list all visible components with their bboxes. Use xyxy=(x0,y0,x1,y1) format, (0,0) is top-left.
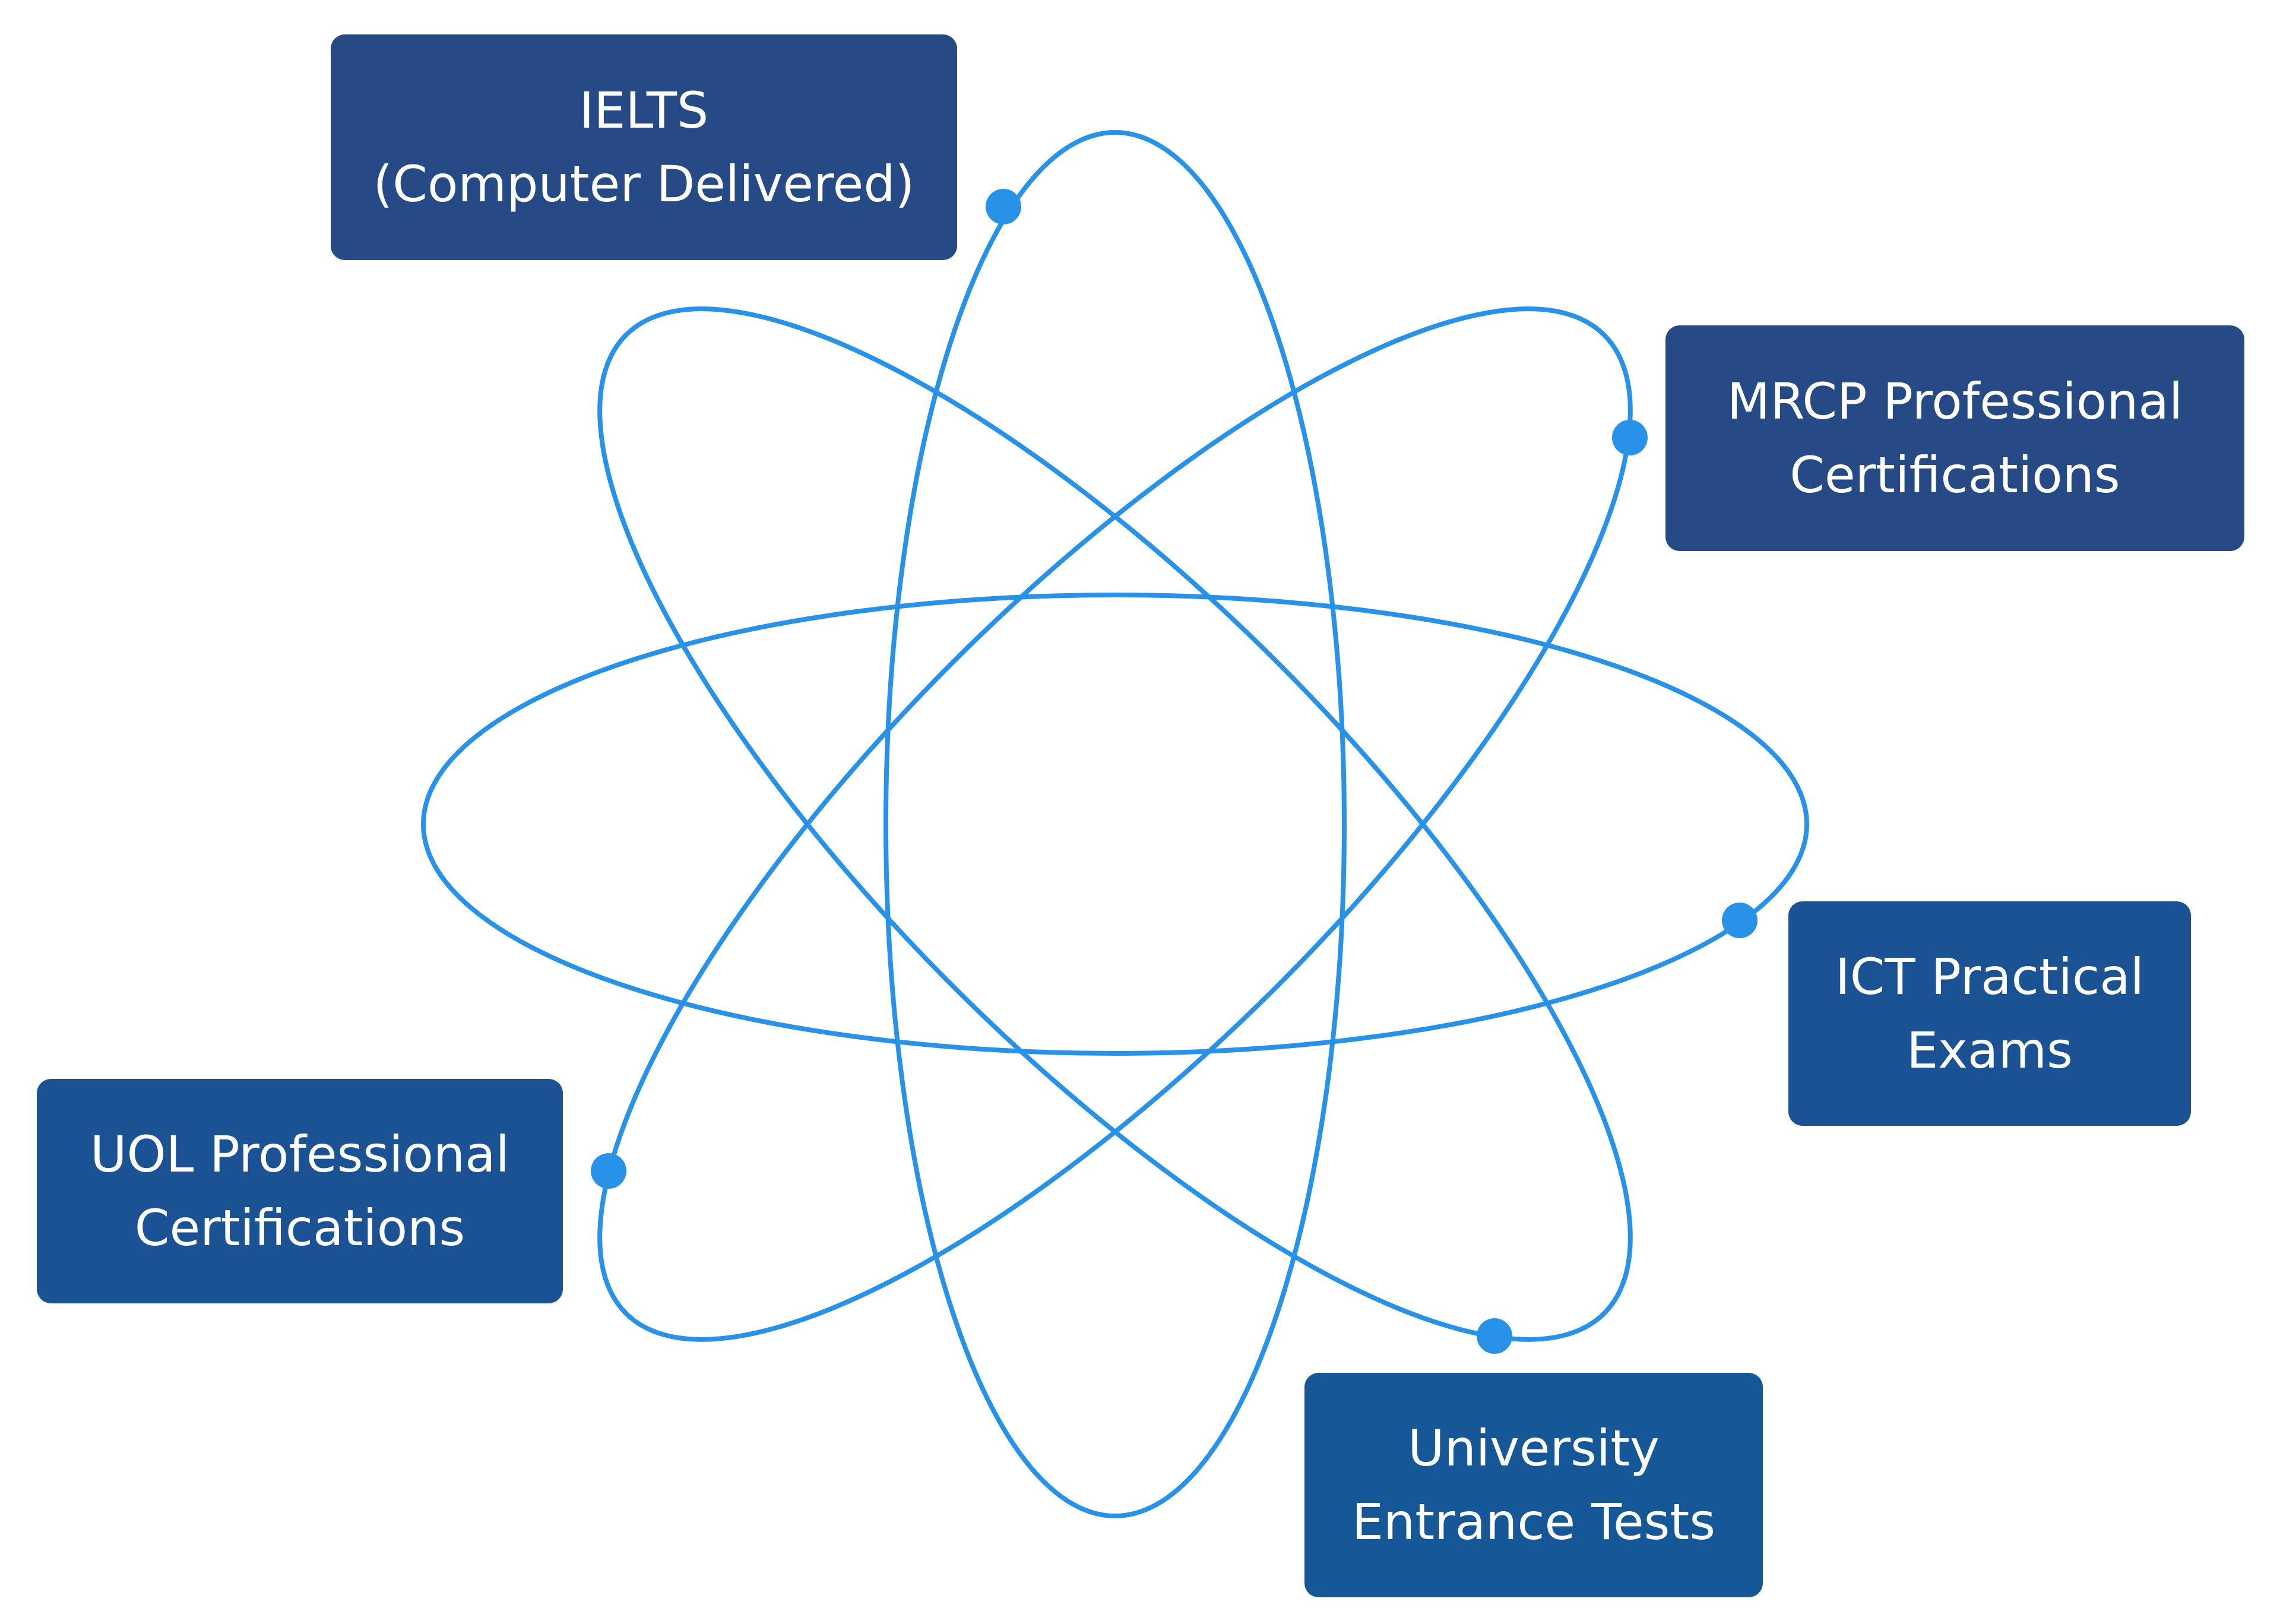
node-university xyxy=(1477,1318,1512,1354)
orbit-horizontal xyxy=(421,593,1809,1056)
mrcp-label-box: MRCP Professional Certifications xyxy=(1665,325,2244,551)
orbit-diagonal-left xyxy=(597,306,1633,1342)
uol-label-line1: UOL Professional xyxy=(90,1125,509,1183)
node-uol xyxy=(591,1153,626,1189)
ict-label-box: ICT Practical Exams xyxy=(1788,901,2191,1126)
ielts-label-box: IELTS (Computer Delivered) xyxy=(331,34,957,260)
node-ict xyxy=(1722,903,1758,938)
university-label-line1: University xyxy=(1408,1419,1660,1477)
university-label-line2: Entrance Tests xyxy=(1351,1493,1716,1551)
orbit-nodes xyxy=(591,189,1758,1354)
ict-label-line1: ICT Practical xyxy=(1835,948,2145,1006)
orbit-vertical xyxy=(884,130,1347,1518)
mrcp-label-line1: MRCP Professional xyxy=(1727,372,2183,430)
ielts-label-line1: IELTS xyxy=(579,81,709,140)
node-ielts xyxy=(986,189,1021,224)
ielts-label-line2: (Computer Delivered) xyxy=(373,155,915,213)
uol-label-line2: Certifications xyxy=(134,1199,466,1257)
orbits xyxy=(421,130,1809,1518)
node-mrcp xyxy=(1612,420,1648,455)
orbit-diagonal-right xyxy=(597,306,1633,1342)
uol-label-box: UOL Professional Certifications xyxy=(37,1079,563,1303)
university-label-box: University Entrance Tests xyxy=(1304,1373,1763,1597)
mrcp-label-line2: Certifications xyxy=(1790,446,2120,504)
ict-label-line2: Exams xyxy=(1907,1021,2073,1079)
